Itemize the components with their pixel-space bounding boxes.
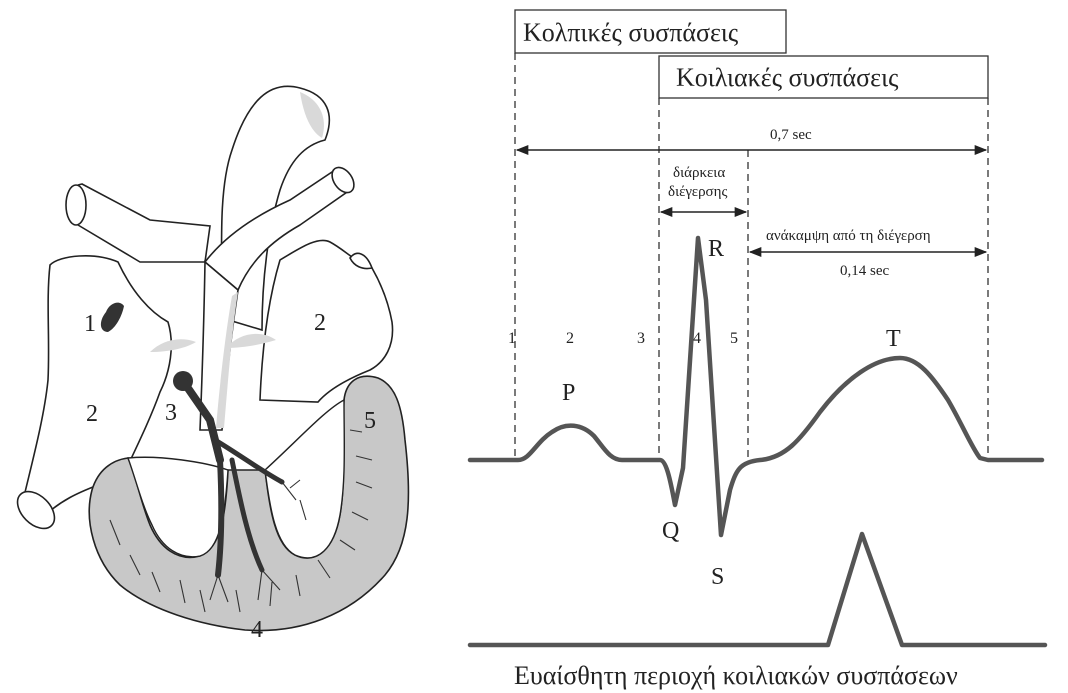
recovery-duration-label: 0,14 sec	[840, 263, 889, 279]
heart-label-3: 3	[165, 400, 177, 426]
ecg-waveform	[470, 238, 1042, 535]
heart-label-2-left: 2	[86, 401, 98, 427]
wave-label-q: Q	[662, 518, 679, 544]
excitation-duration-line1: διάρκεια	[673, 165, 725, 181]
wave-label-p: P	[562, 380, 575, 406]
cycle-duration-label: 0,7 sec	[770, 127, 812, 143]
phase-marker-2: 2	[566, 330, 574, 347]
wave-label-t: T	[886, 326, 901, 352]
heart-label-4: 4	[251, 617, 263, 643]
wave-label-r: R	[708, 236, 724, 262]
heart-label-1: 1	[84, 311, 96, 337]
phase-marker-3: 3	[637, 330, 645, 347]
heart-illustration	[11, 86, 409, 630]
recovery-label: ανάκαμψη από τη διέγερση	[766, 228, 931, 244]
wave-label-s: S	[711, 564, 724, 590]
sensitive-zone-trace	[470, 534, 1045, 645]
phase-marker-1: 1	[508, 330, 516, 347]
excitation-duration-line2: διέγερσης	[668, 184, 727, 200]
vena-cava-left-opening	[66, 185, 86, 225]
atrial-contractions-label: Κολπικές συσπάσεις	[523, 18, 739, 47]
sensitive-zone-label: Ευαίσθητη περιοχή κοιλιακών συσπάσεων	[514, 661, 958, 690]
heart-label-5: 5	[364, 408, 376, 434]
ventricular-contractions-label: Κοιλιακές συσπάσεις	[676, 63, 899, 92]
vena-cava-left-branch	[69, 184, 211, 262]
phase-marker-4: 4	[693, 330, 701, 347]
heart-label-2-right: 2	[314, 310, 326, 336]
right-bundle-branch	[218, 460, 221, 575]
phase-marker-5: 5	[730, 330, 738, 347]
